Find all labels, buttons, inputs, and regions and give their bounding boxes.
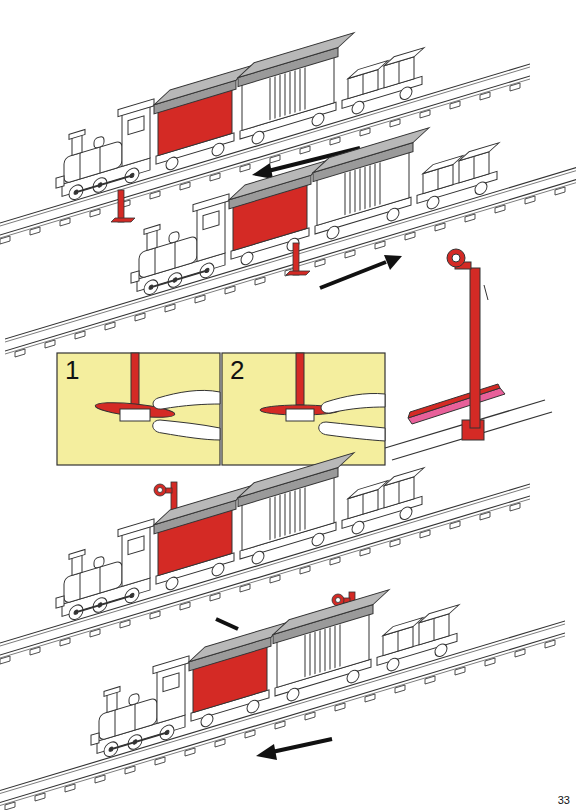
page-number: 33	[558, 795, 570, 806]
step-panel: 1	[57, 353, 220, 465]
step-panel: 2	[222, 353, 385, 465]
step-number: 2	[222, 353, 244, 383]
step-number: 1	[57, 353, 79, 383]
